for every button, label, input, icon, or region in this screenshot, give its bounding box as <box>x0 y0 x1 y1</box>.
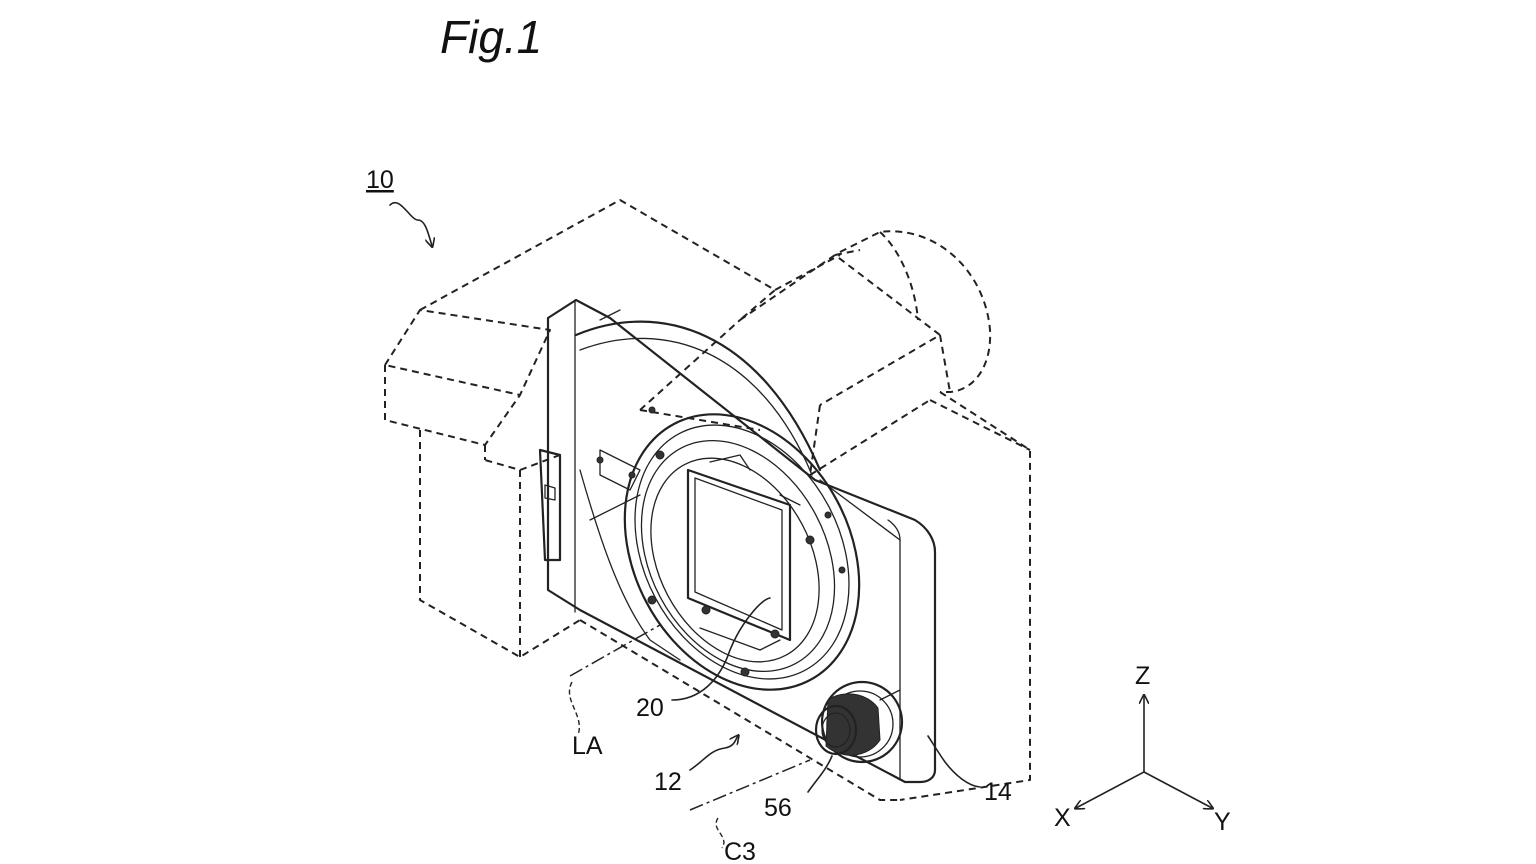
control-dial <box>814 680 904 764</box>
dial-leader <box>807 755 833 793</box>
lens-mount <box>596 406 861 691</box>
dial-axis-leader <box>715 817 725 849</box>
viewfinder-outline <box>739 254 941 406</box>
front-cover-plate <box>546 298 937 784</box>
bottom-outline <box>579 619 900 801</box>
lens-axis-leader <box>568 681 581 736</box>
mount-screw <box>824 511 832 519</box>
dial-label: 56 <box>764 794 792 822</box>
right-side-outline <box>899 391 1031 801</box>
x-axis-arrow <box>1076 771 1145 808</box>
lens-axis-line <box>569 624 661 677</box>
lens-axis-label: LA <box>572 732 603 760</box>
front-cover-label: 14 <box>984 778 1012 806</box>
mount-screw <box>647 595 657 605</box>
mount-unit-leader <box>689 736 738 771</box>
mount-label: 20 <box>636 694 664 722</box>
camera-label: 10 <box>366 166 394 194</box>
grip-outline <box>384 309 551 396</box>
mount-unit-label: 12 <box>654 768 682 796</box>
dial-knurl <box>825 693 881 756</box>
dial-axis-label: C3 <box>724 838 756 864</box>
top-hood <box>574 320 822 472</box>
mount-screw <box>770 629 780 639</box>
dial-axis-line <box>689 759 811 811</box>
sensor-opening <box>686 468 792 642</box>
mount-unit <box>538 298 937 784</box>
front-cover-leader <box>927 735 981 788</box>
x-axis-label: X <box>1054 804 1071 832</box>
y-axis-arrow <box>1143 771 1212 808</box>
coordinate-axes: Z X Y <box>1054 662 1231 836</box>
top-plate-outline <box>419 199 776 321</box>
dial-base <box>820 680 904 764</box>
mount-screw <box>596 456 604 464</box>
mount-screw <box>655 450 665 460</box>
side-latch <box>538 448 562 562</box>
mount-screw <box>805 535 815 545</box>
mount-screw <box>628 471 636 479</box>
mount-leader <box>671 597 771 701</box>
mount-screw <box>648 406 656 414</box>
camera-body-outline <box>384 199 1031 801</box>
mount-outer-ring <box>623 413 861 691</box>
camera-leader <box>389 201 432 246</box>
y-axis-label: Y <box>1214 808 1231 836</box>
eyepiece-outline <box>839 230 992 393</box>
mount-screw <box>740 667 750 677</box>
figure-title: Fig.1 <box>440 11 543 63</box>
mount-screw <box>701 605 711 615</box>
mount-screw <box>838 566 846 574</box>
dial-cap <box>814 704 858 756</box>
z-axis-label: Z <box>1135 662 1150 690</box>
